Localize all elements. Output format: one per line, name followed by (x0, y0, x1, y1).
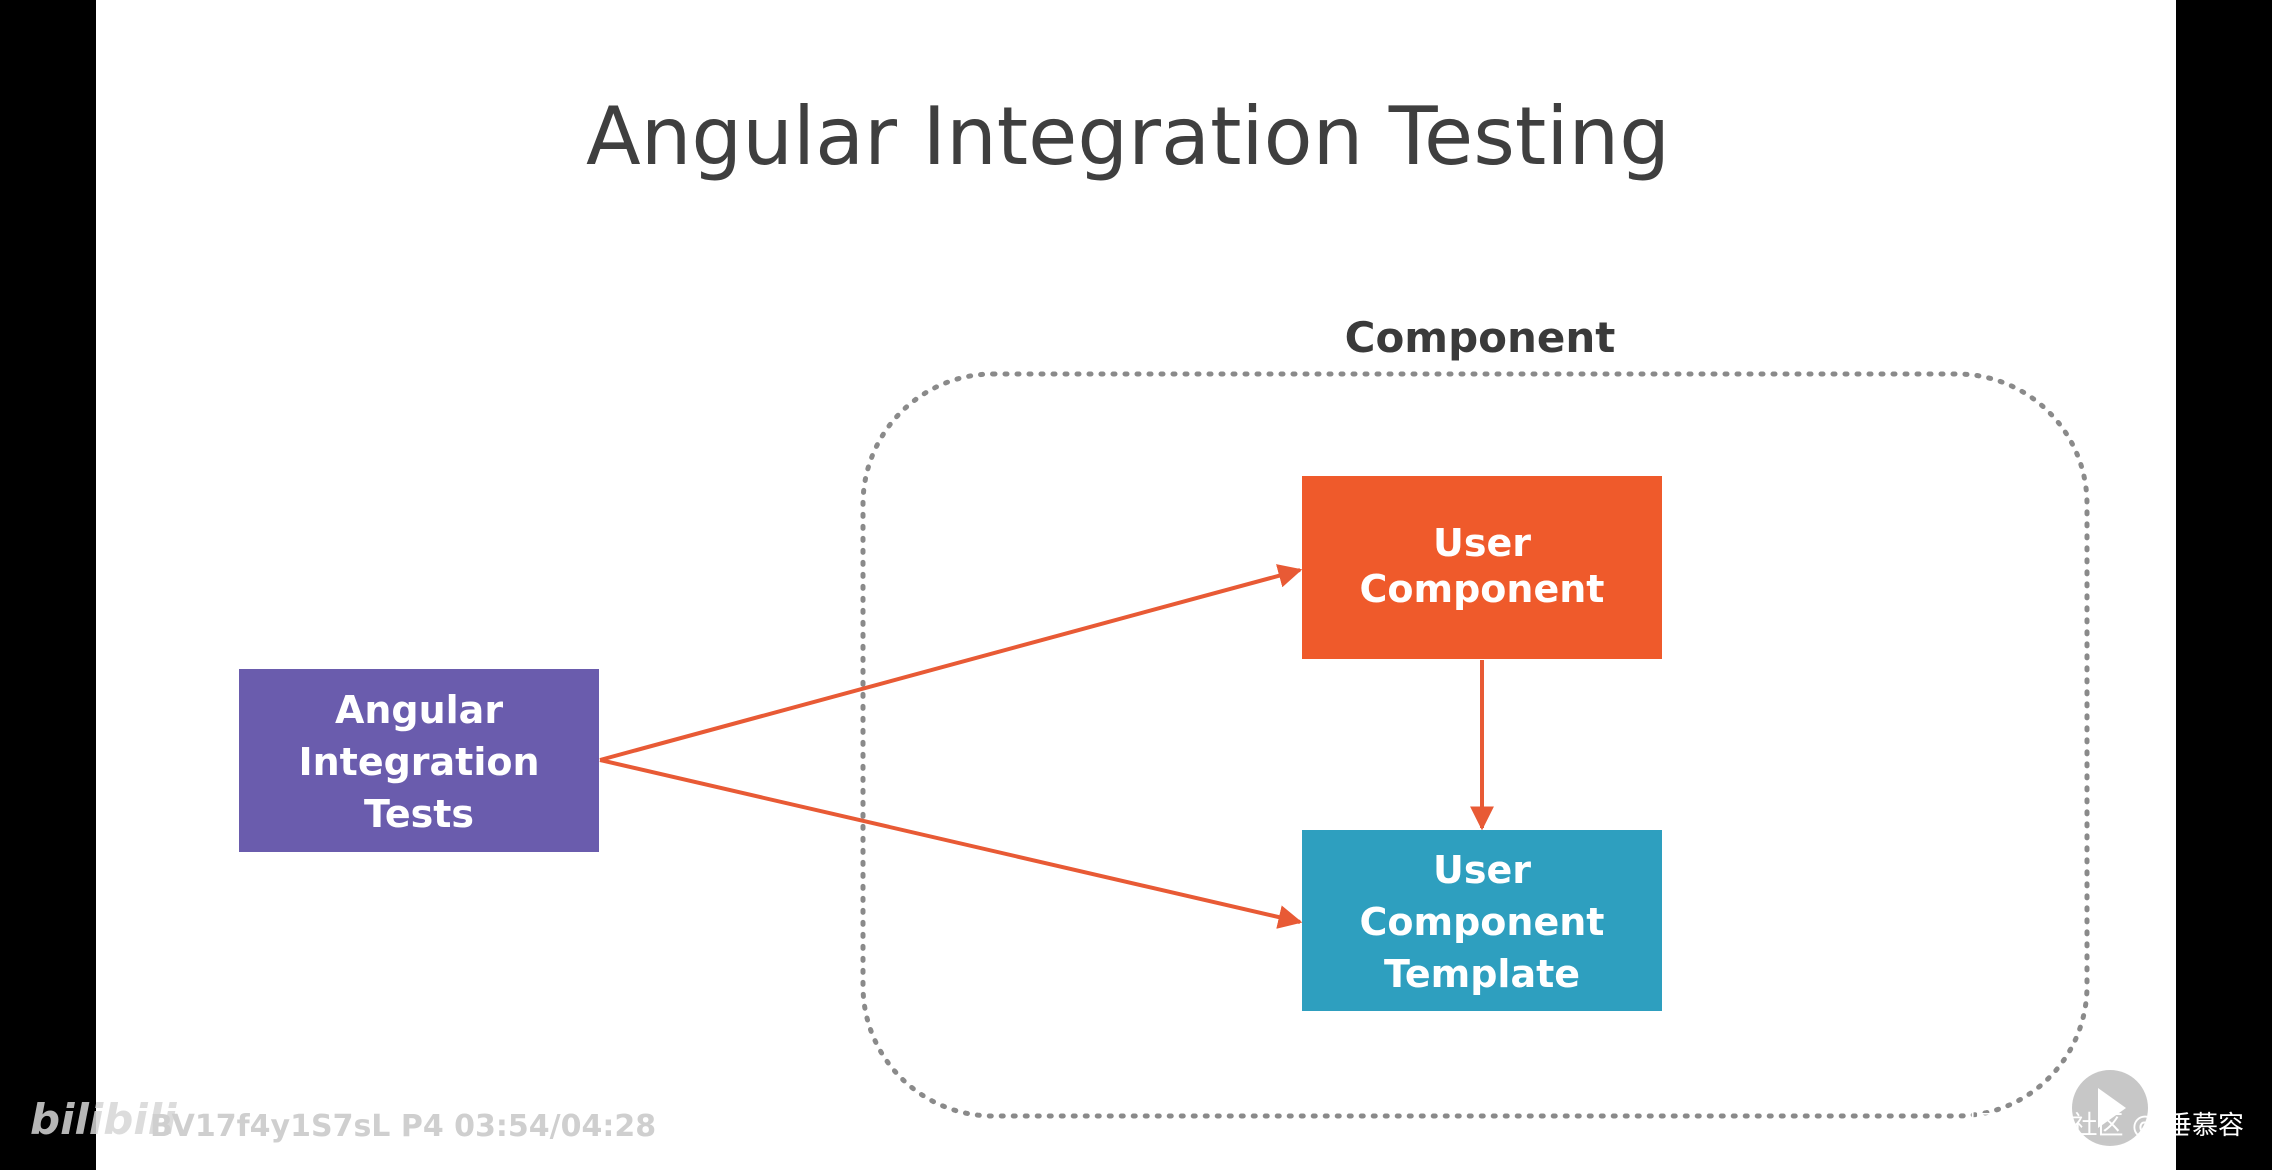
angular-integration-tests-box: Angular Integration Tests (239, 669, 599, 852)
user-component-line-2: Component (1360, 567, 1605, 611)
bilibili-logo-icon: bilibili (30, 1095, 177, 1144)
bilibili-logo-text: bilibili (30, 1095, 177, 1144)
angular-integration-tests-box-fill (239, 669, 599, 852)
play-icon[interactable] (2072, 1070, 2148, 1146)
user-component-template-line-3: Template (1384, 952, 1580, 996)
user-component-template-line-2: Component (1360, 900, 1605, 944)
slide-title: Angular Integration Testing (586, 90, 1670, 183)
angular-integration-tests-line-3: Tests (364, 792, 474, 836)
user-component-template-box-fill (1302, 830, 1662, 1011)
user-component-box-fill (1302, 476, 1662, 659)
user-component-template-line-1: User (1433, 848, 1531, 892)
slide-background (96, 0, 2176, 1170)
angular-integration-tests-line-2: Integration (298, 740, 539, 784)
component-boundary (860, 371, 2090, 1119)
component-group-label: Component (1345, 313, 1616, 362)
video-info-watermark: BV17f4y1S7sL P4 03:54/04:28 (150, 1109, 656, 1144)
user-component-box: User Component (1302, 476, 1662, 659)
user-component-template-box: User Component Template (1302, 830, 1662, 1011)
angular-integration-tests-line-1: Angular (335, 688, 503, 732)
arrow-tests-to-user-component-template (599, 758, 1303, 929)
user-component-line-1: User (1433, 521, 1531, 565)
arrow-tests-to-user-component (599, 564, 1303, 762)
community-credit: 掘金技术社区 @ 垂慕容 (1967, 1111, 2244, 1141)
